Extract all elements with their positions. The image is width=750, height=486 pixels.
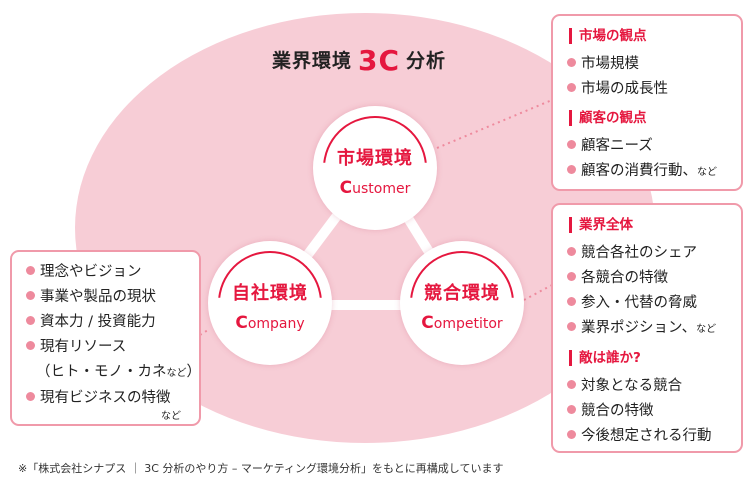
list-item: 対象となる競合 bbox=[567, 374, 741, 399]
company-box: 理念やビジョン 事業や製品の現状 資本力 / 投資能力 現有リソース （ヒト・モ… bbox=[10, 250, 201, 426]
list-item: 市場規模 bbox=[567, 52, 741, 77]
customer-label: 市場環境 bbox=[337, 148, 413, 169]
list-item: 各競合の特徴 bbox=[567, 266, 741, 291]
customer-en: Customer bbox=[339, 178, 411, 198]
list-item: 資本力 / 投資能力 bbox=[26, 310, 199, 335]
company-en: Company bbox=[235, 313, 305, 333]
list-item: 競合の特徴 bbox=[567, 399, 741, 424]
competitor-label: 競合環境 bbox=[424, 283, 500, 304]
list-item: 業界ポジション、など bbox=[567, 316, 741, 342]
list-item: 理念やビジョン bbox=[26, 260, 199, 285]
section-heading: 顧客の観点 bbox=[569, 110, 741, 126]
list-item: 現有ビジネスの特徴 bbox=[26, 386, 199, 411]
section-heading: 敵は誰か? bbox=[569, 350, 741, 366]
company-connector bbox=[199, 329, 209, 336]
list-item: 今後想定される行動 bbox=[567, 424, 741, 449]
list-item: 現有リソース bbox=[26, 335, 199, 360]
list-item: 市場の成長性 bbox=[567, 77, 741, 102]
company-label: 自社環境 bbox=[232, 283, 308, 304]
competitor-en: Competitor bbox=[421, 313, 503, 333]
section-heading: 市場の観点 bbox=[569, 28, 741, 44]
resources-detail: （ヒト・モノ・カネなど） bbox=[36, 364, 201, 380]
customer-connector bbox=[436, 99, 553, 149]
list-item: 事業や製品の現状 bbox=[26, 285, 199, 310]
section-heading: 業界全体 bbox=[569, 217, 741, 233]
connector-triangle bbox=[260, 156, 471, 310]
list-item: 顧客ニーズ bbox=[567, 134, 741, 159]
list-item: 参入・代替の脅威 bbox=[567, 291, 741, 316]
company-circle: 自社環境 Company bbox=[208, 241, 332, 365]
customer-box: 市場の観点 市場規模 市場の成長性 顧客の観点 顧客ニーズ 顧客の消費行動、など bbox=[551, 14, 743, 191]
competitor-box: 業界全体 競合各社のシェア 各競合の特徴 参入・代替の脅威 業界ポジション、など… bbox=[551, 203, 743, 453]
source-footnote: ※「株式会社シナプス ｜ 3C 分析のやり方 – マーケティング環境分析」をもと… bbox=[18, 462, 504, 475]
etc-label: など bbox=[161, 411, 181, 422]
competitor-circle: 競合環境 Competitor bbox=[400, 241, 524, 365]
list-item: 競合各社のシェア bbox=[567, 241, 741, 266]
customer-circle: 市場環境 Customer bbox=[313, 106, 437, 230]
list-item: 顧客の消費行動、など bbox=[567, 159, 741, 185]
